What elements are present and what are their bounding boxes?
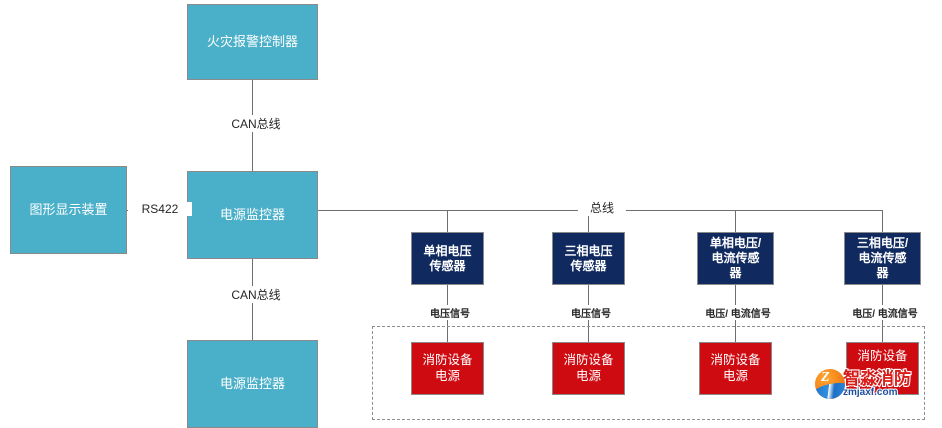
- node-fire-alarm-controller[interactable]: 火灾报警控制器: [187, 4, 318, 80]
- node-label: 电源监控器: [219, 206, 285, 222]
- node-fire-equipment-power-4[interactable]: 消防设备: [846, 342, 919, 395]
- node-label: 电源监控器: [219, 375, 285, 391]
- node-label: 消防设备 电源: [422, 352, 473, 383]
- edge-label-signal-2: 电压信号: [548, 305, 634, 320]
- node-power-monitor-secondary[interactable]: 电源监控器: [187, 340, 318, 428]
- node-sensor-single-phase-voltage-current[interactable]: 单相电压/ 电流传感 器: [697, 232, 774, 285]
- node-fire-equipment-power-1[interactable]: 消防设备 电源: [411, 342, 484, 395]
- connector-bus-drop-4: [882, 210, 883, 232]
- node-label: 单相电压/ 电流传感 器: [709, 236, 762, 280]
- edge-label-rs422: RS422: [128, 202, 192, 216]
- power-supply-group-region: [372, 326, 925, 420]
- edge-label-can-bus-bottom: CAN总线: [214, 286, 298, 303]
- node-label: 消防设备: [857, 349, 908, 363]
- node-label: 单相电压 传感器: [423, 243, 472, 273]
- connector-fire-alarm-to-monitor: [252, 79, 253, 204]
- node-fire-equipment-power-2[interactable]: 消防设备 电源: [552, 342, 625, 395]
- connector-bus-drop-2: [588, 210, 589, 232]
- node-label: 消防设备 电源: [710, 352, 761, 383]
- node-sensor-three-phase-voltage-current[interactable]: 三相电压/ 电流传感 器: [844, 232, 921, 285]
- node-fire-equipment-power-3[interactable]: 消防设备 电源: [699, 342, 772, 395]
- connector-bus-drop-1: [447, 210, 448, 232]
- node-graphic-display-device[interactable]: 图形显示装置: [10, 166, 127, 254]
- connector-bus-drop-3: [735, 210, 736, 232]
- edge-label-signal-4: 电压/ 电流信号: [833, 305, 937, 320]
- node-label: 消防设备 电源: [563, 352, 614, 383]
- edge-label-can-bus-top: CAN总线: [214, 115, 298, 132]
- node-label: 三相电压/ 电流传感 器: [856, 236, 909, 280]
- node-label: 图形显示装置: [29, 201, 108, 217]
- edge-label-signal-3: 电压/ 电流信号: [686, 305, 790, 320]
- node-sensor-three-phase-voltage[interactable]: 三相电压 传感器: [552, 232, 625, 285]
- edge-label-signal-1: 电压信号: [407, 305, 493, 320]
- node-power-monitor-main[interactable]: 电源监控器: [187, 171, 318, 259]
- node-sensor-single-phase-voltage[interactable]: 单相电压 传感器: [411, 232, 484, 285]
- node-label: 三相电压 传感器: [564, 243, 613, 273]
- node-label: 火灾报警控制器: [206, 33, 298, 49]
- edge-label-main-bus: 总线: [578, 199, 626, 216]
